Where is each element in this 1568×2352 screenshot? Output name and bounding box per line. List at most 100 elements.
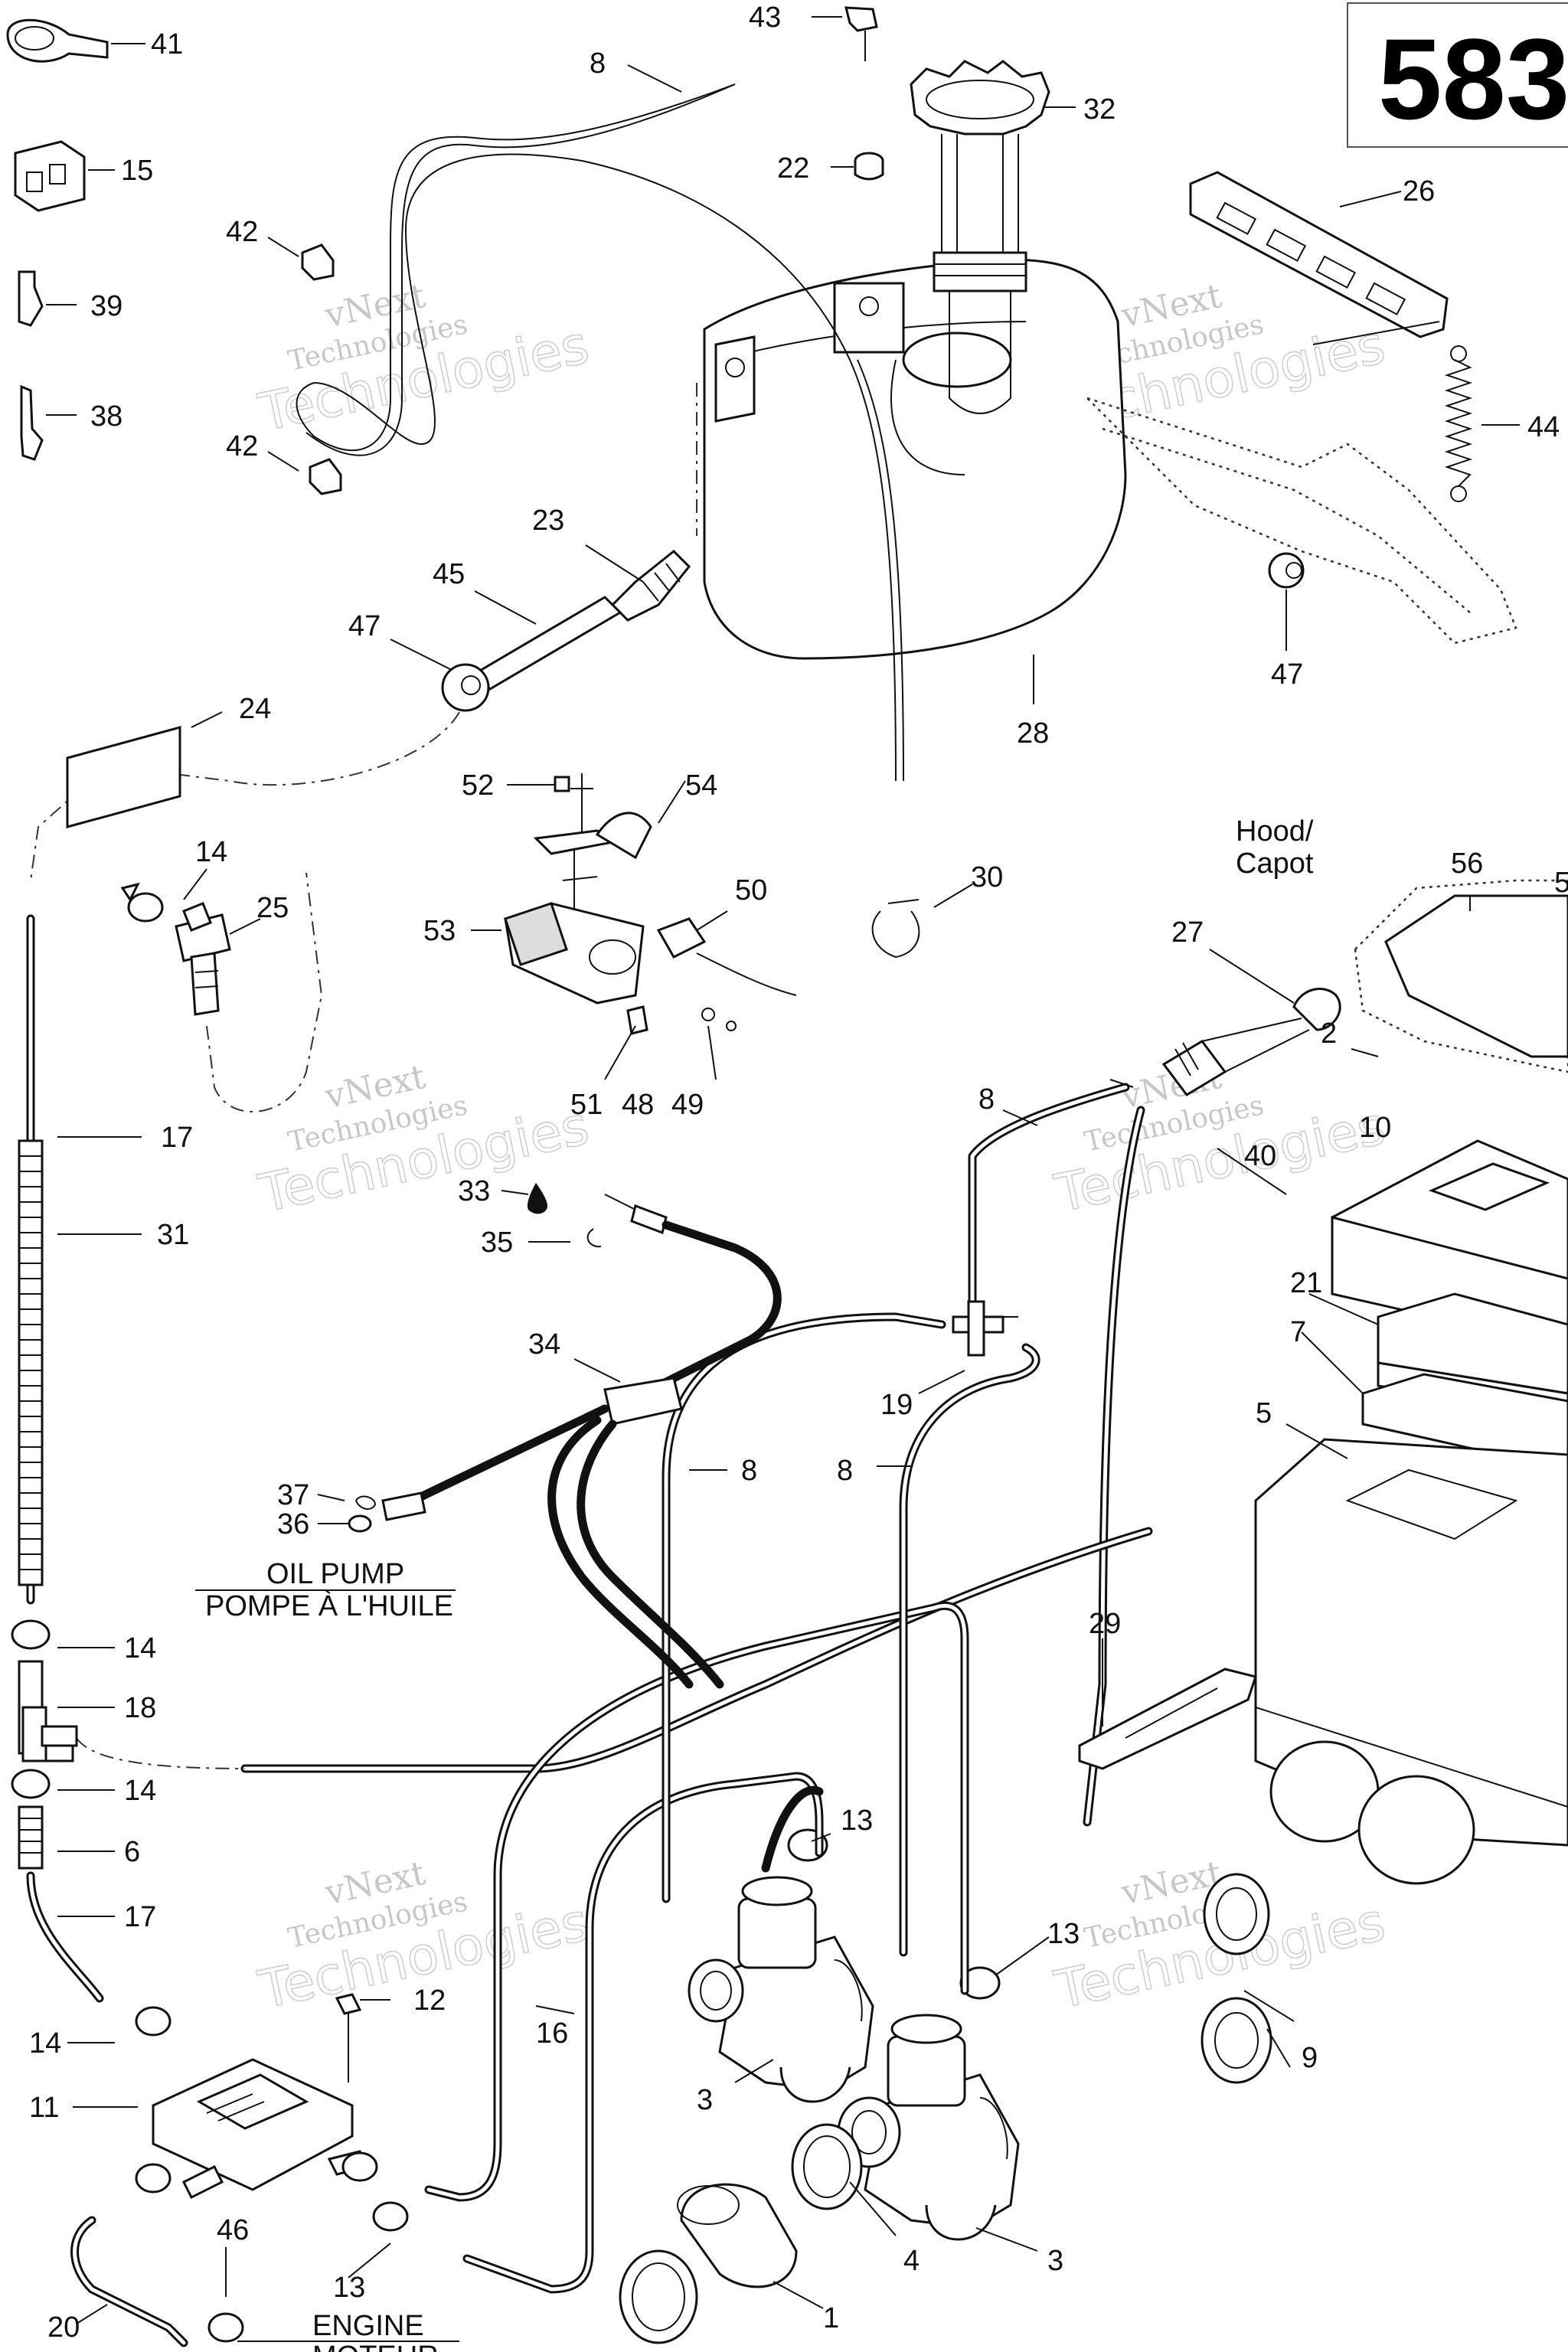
callout-56: 56 bbox=[1451, 848, 1483, 880]
callout-39: 39 bbox=[90, 290, 122, 322]
callout-47: 47 bbox=[348, 610, 381, 642]
terminal bbox=[20, 384, 44, 461]
callout-4: 4 bbox=[903, 2245, 920, 2277]
hose-clamp bbox=[341, 2151, 378, 2182]
notes: Hood/ Capot OIL PUMP POMPE À L'HUILE ENG… bbox=[195, 815, 1314, 2352]
tee-fitting bbox=[21, 1706, 78, 1762]
callout-33: 33 bbox=[458, 1175, 490, 1207]
callout-42: 42 bbox=[226, 430, 258, 462]
callout-52: 52 bbox=[462, 769, 494, 802]
callout-27: 27 bbox=[1171, 916, 1204, 949]
washer bbox=[701, 1008, 737, 1031]
callout-6: 6 bbox=[124, 1836, 140, 1868]
callout-3: 3 bbox=[1047, 2245, 1063, 2277]
elbow-fitting bbox=[844, 6, 878, 61]
air-filter-stack bbox=[1331, 1139, 1568, 1472]
hose-clamp bbox=[372, 2201, 409, 2232]
fuel-tank bbox=[696, 258, 1127, 660]
callout-47: 47 bbox=[1271, 658, 1303, 691]
air-silencer bbox=[1254, 1438, 1568, 1885]
carburetor bbox=[688, 1876, 874, 2103]
callout-2: 2 bbox=[1321, 1018, 1337, 1050]
callout-8: 8 bbox=[837, 1455, 853, 1487]
primer bbox=[1161, 988, 1341, 1096]
oil-drop-icon bbox=[527, 1183, 547, 1214]
fuel-pump bbox=[152, 2058, 370, 2200]
callout-9: 9 bbox=[1302, 2042, 1318, 2074]
page-number-box: 583 bbox=[1347, 2, 1568, 148]
callout-18: 18 bbox=[124, 1692, 156, 1724]
callout-48: 48 bbox=[622, 1089, 654, 1121]
vent-line bbox=[296, 83, 904, 782]
engine-label-fr: MOTEUR bbox=[312, 2341, 439, 2352]
decal bbox=[66, 726, 181, 828]
callout-12: 12 bbox=[413, 1984, 446, 2017]
callout-5: 5 bbox=[1256, 1397, 1272, 1429]
switch bbox=[656, 917, 797, 996]
hood-label-fr: Capot bbox=[1236, 848, 1314, 880]
callout-14: 14 bbox=[124, 1632, 156, 1664]
callout-20: 20 bbox=[47, 2311, 80, 2344]
callout-1: 1 bbox=[823, 2302, 839, 2334]
page-number: 583 bbox=[1378, 15, 1568, 143]
callout-8: 8 bbox=[741, 1455, 757, 1487]
engine-label-en: ENGINE bbox=[312, 2310, 424, 2342]
hose-clamp bbox=[207, 2312, 244, 2343]
callout-13: 13 bbox=[1047, 1918, 1080, 1950]
callout-38: 38 bbox=[90, 400, 122, 433]
callout-11: 11 bbox=[29, 2092, 59, 2124]
callout-42: 42 bbox=[226, 216, 258, 248]
callout-30: 30 bbox=[971, 861, 1003, 893]
grommet bbox=[854, 152, 884, 181]
callout-43: 43 bbox=[749, 2, 781, 34]
callout-25: 25 bbox=[256, 892, 289, 924]
clip bbox=[586, 1228, 602, 1248]
terminal bbox=[18, 270, 44, 327]
callout-17: 17 bbox=[161, 1122, 193, 1154]
connector bbox=[14, 140, 86, 212]
hose-clamp bbox=[135, 2006, 172, 2037]
frame-outline bbox=[1086, 397, 1517, 645]
hood-outline bbox=[1354, 879, 1568, 1073]
cable-tie bbox=[6, 18, 109, 63]
grommet bbox=[1268, 552, 1305, 589]
tank-strap bbox=[1189, 171, 1449, 338]
callout-44: 44 bbox=[1527, 411, 1560, 443]
callout-37: 37 bbox=[277, 1479, 309, 1511]
callout-14: 14 bbox=[29, 2027, 61, 2060]
callout-41: 41 bbox=[151, 28, 183, 60]
primer-line bbox=[968, 1083, 1145, 1827]
callout-45: 45 bbox=[433, 558, 465, 590]
carburetor bbox=[837, 2014, 1020, 2241]
callout-23: 23 bbox=[532, 505, 564, 537]
callout-34: 34 bbox=[528, 1328, 560, 1361]
clip bbox=[301, 243, 335, 281]
hose-clamp bbox=[120, 882, 164, 923]
clip bbox=[309, 458, 342, 495]
callout-17: 17 bbox=[124, 1901, 156, 1933]
callout-labels: 41 15 39 38 42 42 8 43 22 32 26 44 23 45… bbox=[29, 2, 1568, 2344]
callout-3: 3 bbox=[697, 2084, 713, 2116]
screw bbox=[626, 1005, 648, 1035]
intake-boot bbox=[1203, 1873, 1270, 1955]
callout-21: 21 bbox=[1290, 1267, 1322, 1299]
callout-16: 16 bbox=[536, 2017, 568, 2050]
callout-19: 19 bbox=[880, 1389, 913, 1421]
callout-14: 14 bbox=[195, 836, 227, 868]
tee-fitting bbox=[952, 1300, 1004, 1357]
callout-28: 28 bbox=[1017, 717, 1049, 750]
screw bbox=[335, 1993, 362, 2082]
spring bbox=[1444, 345, 1473, 502]
callout-26: 26 bbox=[1403, 175, 1435, 207]
callout-7: 7 bbox=[1290, 1316, 1306, 1348]
callout-49: 49 bbox=[671, 1089, 704, 1121]
intake-boot bbox=[1200, 1997, 1272, 2084]
callout-14: 14 bbox=[124, 1775, 156, 1807]
cable-clip bbox=[871, 899, 920, 959]
oil-pump-label-fr: POMPE À L'HUILE bbox=[205, 1589, 453, 1622]
tank-outlet-fitting bbox=[30, 549, 691, 881]
hose-clamp bbox=[619, 2249, 698, 2344]
callout-31: 31 bbox=[157, 1219, 189, 1251]
callout-50: 50 bbox=[735, 874, 767, 906]
callout-13: 13 bbox=[333, 2272, 365, 2304]
